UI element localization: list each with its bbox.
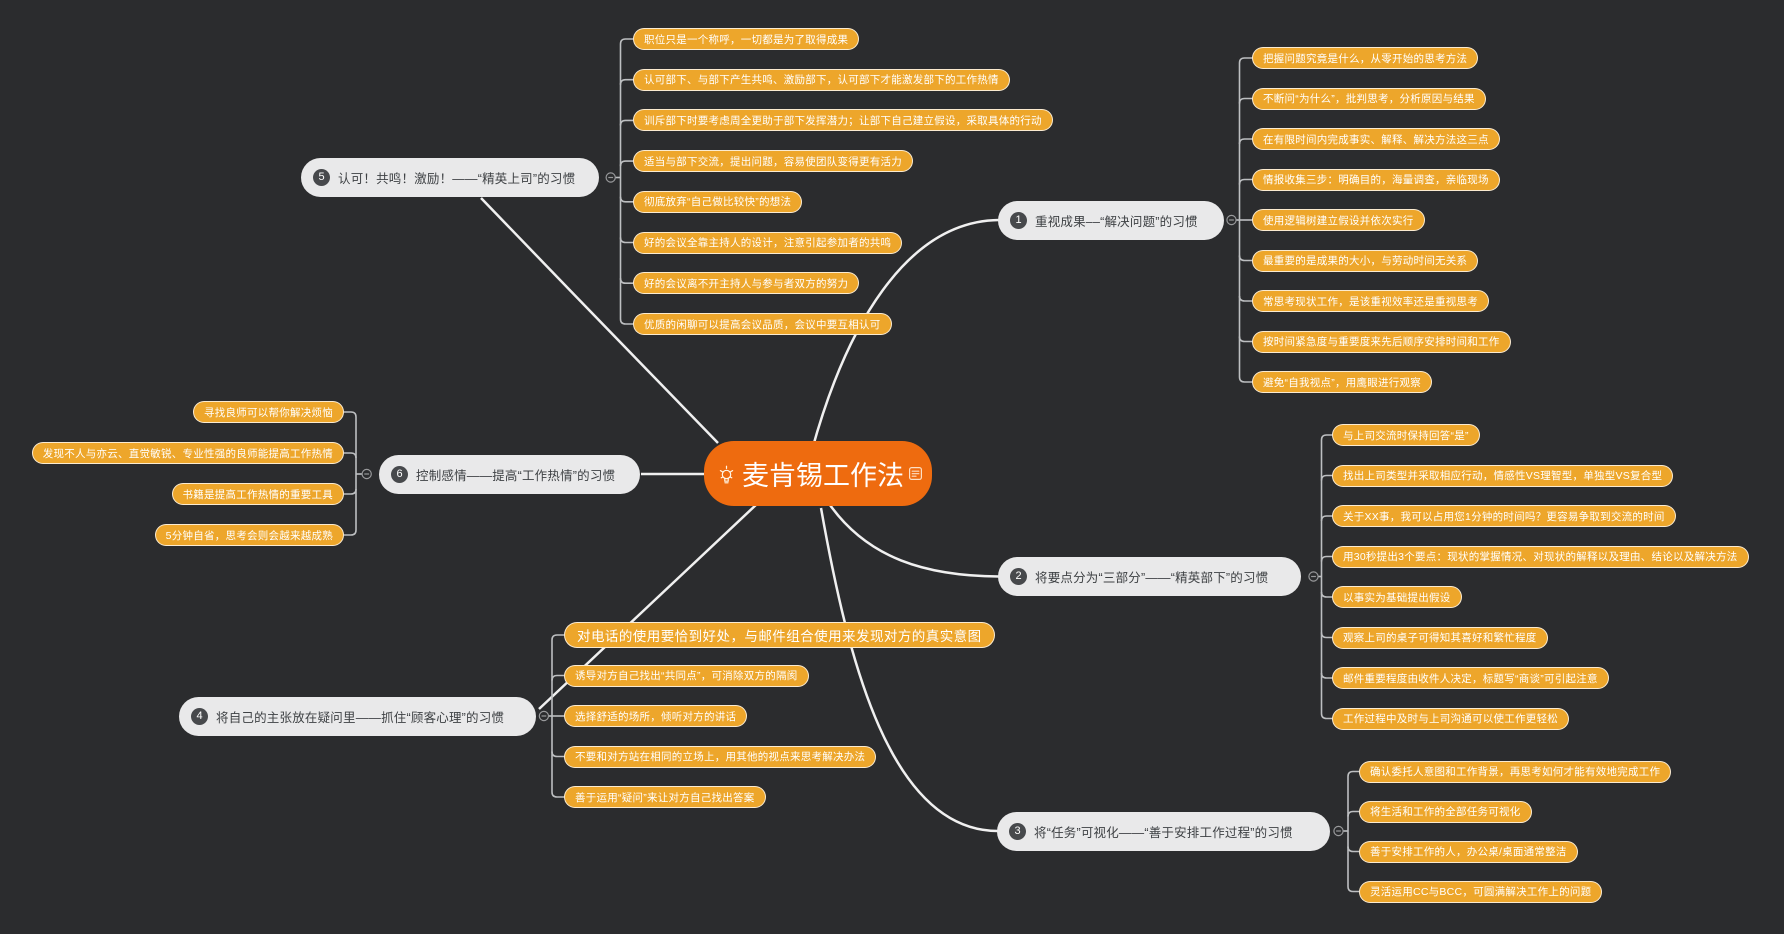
topic-label: 将要点分为“三部分”——“精英部下”的习惯 — [1035, 571, 1269, 585]
subtopic[interactable]: 确认委托人意图和工作背景，再思考如何才能有效地完成工作 — [1359, 760, 1672, 783]
subtopic[interactable]: 灵活运用CC与BCC，可圆满解决工作上的问题 — [1359, 880, 1603, 903]
subtopic[interactable]: 对电话的使用要恰到好处，与邮件组合使用来发现对方的真实意图 — [564, 622, 995, 648]
subtopic[interactable]: 以事实为基础提出假设 — [1332, 586, 1462, 608]
central-topic-label: 麦肯锡工作法 — [742, 461, 904, 491]
subtopic[interactable]: 用30秒提出3个要点：现状的掌握情况、对现状的解释以及理由、结论以及解决方法 — [1332, 545, 1749, 568]
branch-connector — [828, 504, 1000, 578]
subtopic[interactable]: 优质的闲聊可以提高会议品质，会议中要互相认可 — [633, 313, 892, 335]
main-topic-4[interactable]: 4 将自己的主张放在疑问里——抓住“顾客心理”的习惯 — [179, 696, 536, 736]
main-topic-5[interactable]: 5 认可！共鸣！激励！——“精英上司”的习惯 — [301, 158, 599, 197]
subtopic[interactable]: 彻底放弃“自己做比较快”的想法 — [633, 190, 803, 213]
subtopic[interactable]: 最重要的是成果的大小，与劳动时间无关系 — [1252, 249, 1479, 272]
subtopic[interactable]: 寻找良师可以帮你解决烦恼 — [193, 401, 344, 423]
subtopic[interactable]: 诱导对方自己找出“共同点”，可消除双方的隔阂 — [564, 664, 809, 687]
subtopic[interactable]: 找出上司类型并采取相应行动，情感性VS理智型，单独型VS复合型 — [1332, 464, 1674, 487]
topic-label: 将自己的主张放在疑问里——抓住“顾客心理”的习惯 — [216, 710, 505, 725]
subtopic[interactable]: 选择舒适的场所，倾听对方的讲话 — [564, 705, 748, 727]
subtopic[interactable]: 善于运用“疑问”来让对方自己找出答案 — [564, 786, 766, 808]
subtopic[interactable]: 不断问“为什么”，批判思考，分析原因与结果 — [1252, 87, 1486, 110]
subtopic[interactable]: 5分钟自省，思考会则会越来越成熟 — [154, 524, 344, 546]
subtopic[interactable]: 认可部下、与部下产生共鸣、激励部下，认可部下才能激发部下的工作热情 — [633, 68, 1010, 91]
subtopic[interactable]: 使用逻辑树建立假设并依次实行 — [1252, 209, 1425, 231]
central-topic[interactable]: 麦肯锡工作法 — [704, 441, 932, 506]
branch-connector — [819, 507, 999, 833]
subtopic[interactable]: 职位只是一个称呼，一切都是为了取得成果 — [633, 28, 860, 50]
subtopic[interactable]: 好的会议全靠主持人的设计，注意引起参加者的共鸣 — [633, 231, 903, 254]
topic-number-badge: 1 — [1010, 211, 1027, 229]
main-topic-3[interactable]: 3 将“任务”可视化——“善于安排工作过程”的习惯 — [997, 811, 1330, 851]
branch-connector — [810, 218, 1000, 451]
children-elbow-connectors — [1343, 770, 1359, 893]
subtopic[interactable]: 将生活和工作的全部任务可视化 — [1359, 800, 1532, 823]
subtopic[interactable]: 书籍是提高工作热情的重要工具 — [171, 483, 344, 505]
subtopic[interactable]: 在有限时间内完成事实、解释、解决方法这三点 — [1252, 128, 1500, 150]
subtopic[interactable]: 情报收集三步：明确目的，海量调查，亲临现场 — [1252, 168, 1500, 191]
topic-number-badge: 5 — [313, 169, 330, 186]
children-elbow-connectors — [548, 634, 564, 798]
children-elbow-connectors — [344, 411, 363, 536]
subtopic[interactable]: 工作过程中及时与上司沟通可以使工作更轻松 — [1332, 707, 1569, 730]
branch-connector — [480, 197, 719, 444]
subtopic[interactable]: 发现不人与亦云、直觉敏锐、专业性强的良师能提高工作热情 — [31, 442, 344, 464]
main-topic-6[interactable]: 6 控制感情——提高“工作热情”的习惯 — [379, 454, 640, 494]
subtopic[interactable]: 善于安排工作的人，办公桌/桌面通常整洁 — [1359, 840, 1578, 863]
subtopic[interactable]: 邮件重要程度由收件人决定，标题写“商谈”可引起注意 — [1332, 667, 1609, 689]
topic-number-badge: 2 — [1010, 568, 1027, 585]
subtopic[interactable]: 避免“自我视点”，用鹰眼进行观察 — [1252, 371, 1432, 393]
topic-label: 认可！共鸣！激励！——“精英上司”的习惯 — [338, 172, 576, 186]
children-elbow-connectors — [1236, 57, 1252, 383]
topic-label: 控制感情——提高“工作热情”的习惯 — [416, 468, 616, 483]
children-elbow-connectors — [615, 38, 633, 325]
main-topic-2[interactable]: 2 将要点分为“三部分”——“精英部下”的习惯 — [998, 557, 1301, 596]
topic-number-badge: 4 — [191, 707, 208, 725]
subtopic[interactable]: 关于XX事，我可以占用您1分钟的时间吗？更容易争取到交流的时间 — [1332, 505, 1676, 527]
subtopic[interactable]: 适当与部下交流，提出问题，容易使团队变得更有活力 — [633, 150, 913, 173]
topic-number-badge: 3 — [1009, 822, 1026, 840]
topic-label: 重视成果––“解决问题”的习惯 — [1035, 214, 1198, 229]
topic-number-badge: 6 — [391, 465, 408, 483]
topic-label: 将“任务”可视化——“善于安排工作过程”的习惯 — [1034, 825, 1293, 840]
note-icon — [908, 466, 923, 481]
lightbulb-icon — [718, 461, 735, 487]
main-topic-1[interactable]: 1 重视成果––“解决问题”的习惯 — [998, 200, 1224, 240]
subtopic[interactable]: 与上司交流时保持回答“是” — [1332, 424, 1480, 446]
subtopic[interactable]: 训斥部下时要考虑周全更助于部下发挥潜力；让部下自己建立假设，采取具体的行动 — [633, 109, 1053, 132]
subtopic[interactable]: 好的会议离不开主持人与参与者双方的努力 — [633, 272, 860, 295]
subtopic[interactable]: 按时间紧急度与重要度来先后顺序安排时间和工作 — [1252, 330, 1511, 353]
subtopic[interactable]: 不要和对方站在相同的立场上，用其他的视点来思考解决办法 — [564, 745, 877, 768]
subtopic[interactable]: 观察上司的桌子可得知其喜好和繁忙程度 — [1332, 626, 1548, 649]
subtopic[interactable]: 把握问题究竟是什么，从零开始的思考方法 — [1252, 47, 1479, 69]
subtopic[interactable]: 常思考现状工作，是该重视效率还是重视思考 — [1252, 290, 1489, 312]
children-elbow-connectors — [1318, 434, 1332, 720]
